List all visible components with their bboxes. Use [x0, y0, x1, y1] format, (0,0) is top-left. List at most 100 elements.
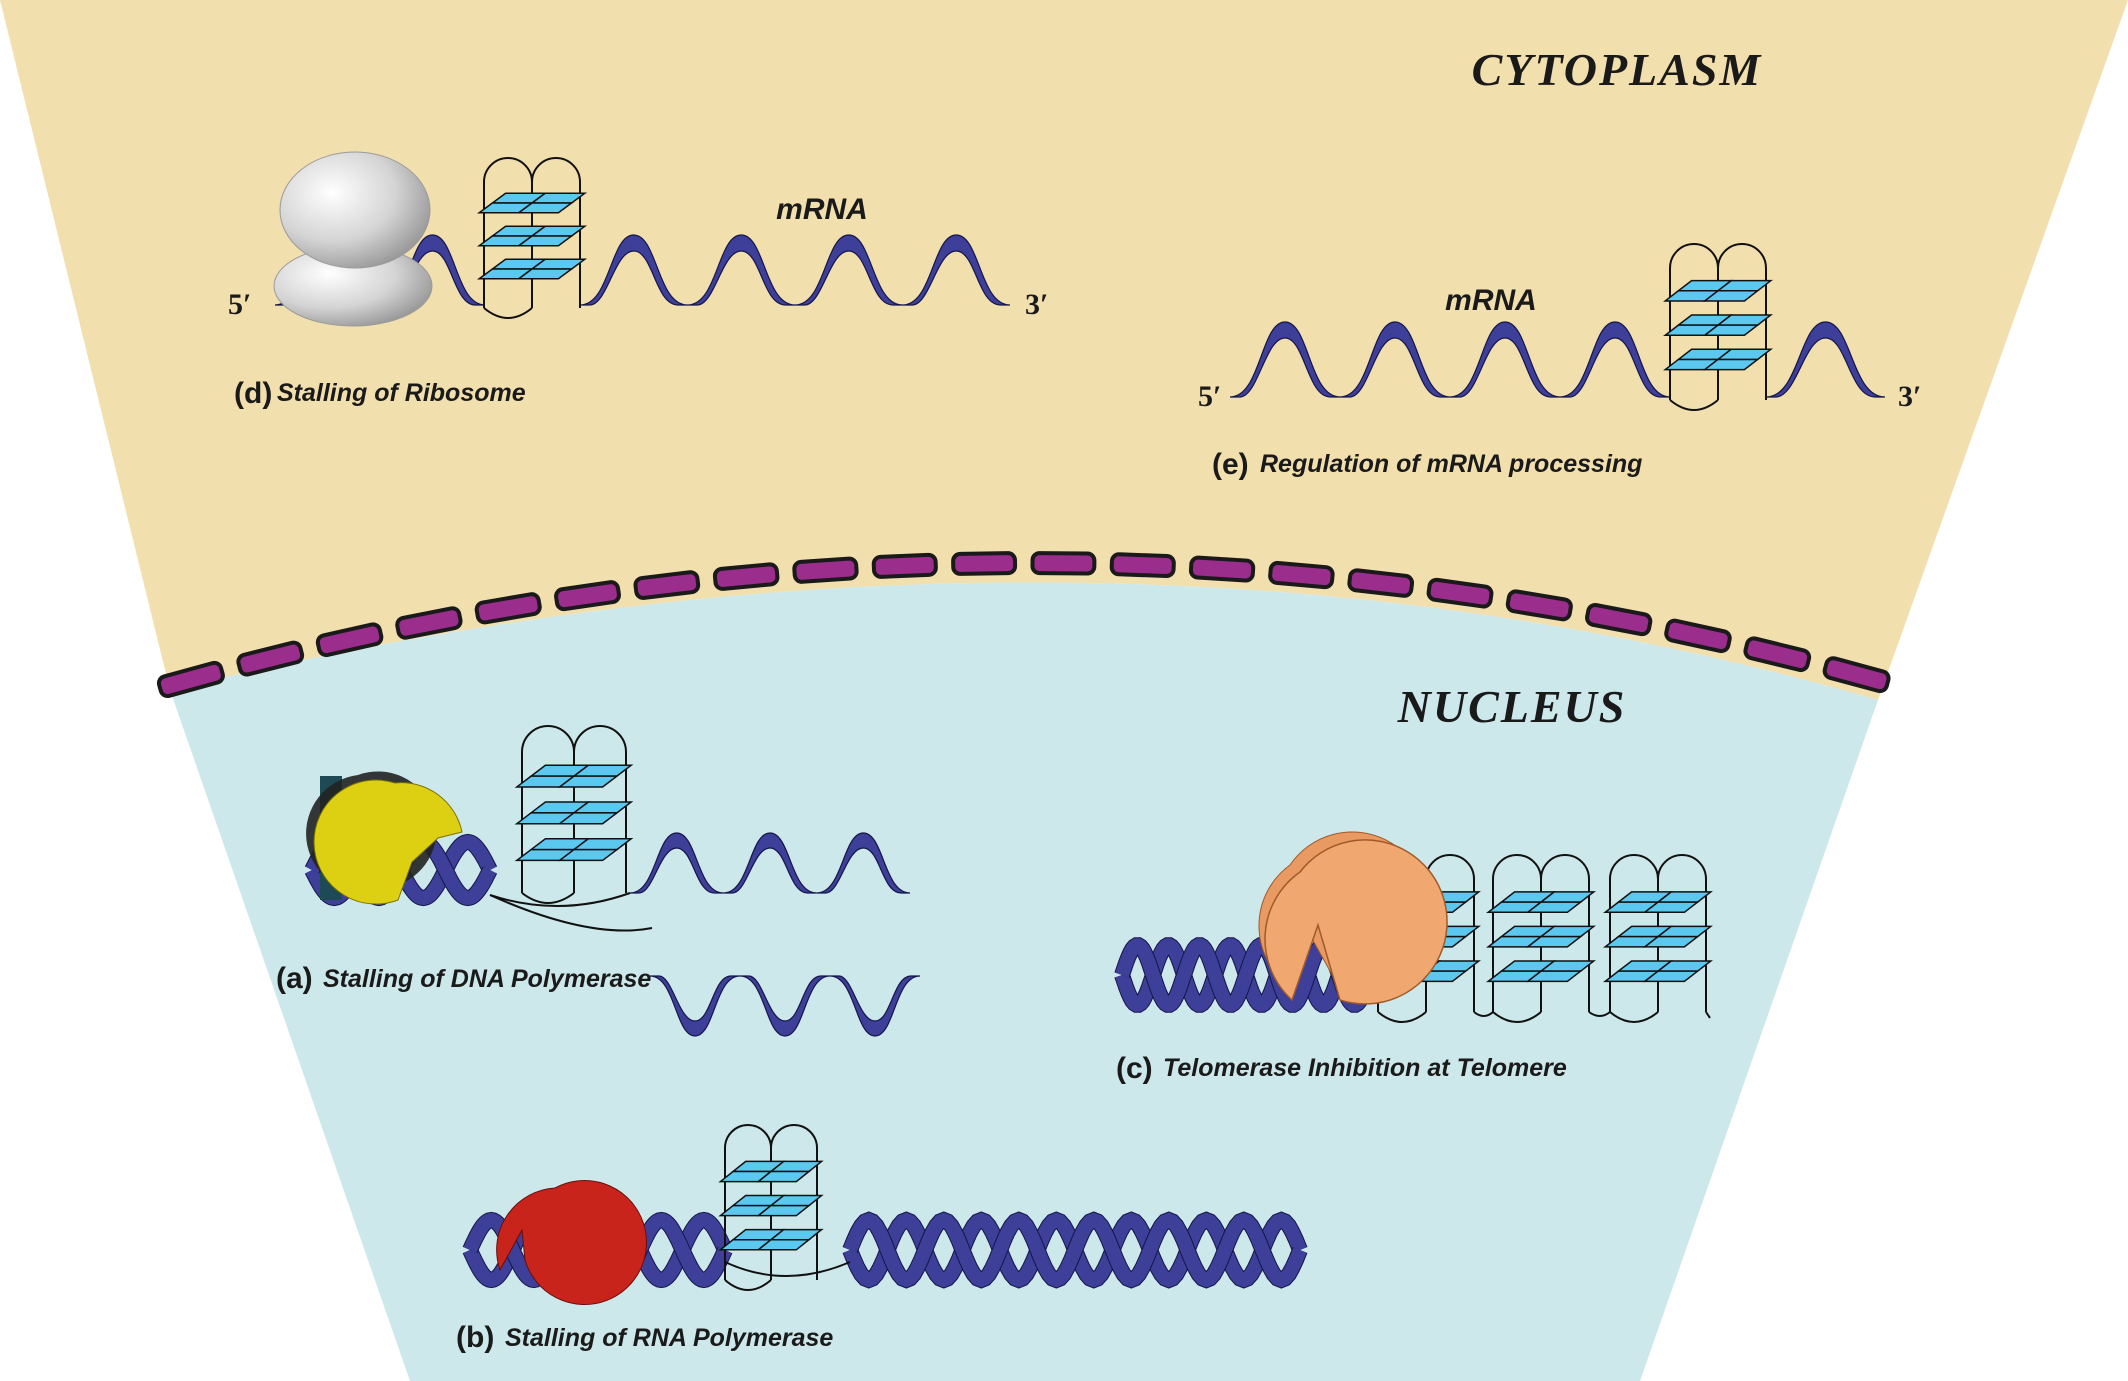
loop	[521, 892, 575, 904]
g-tetrad	[718, 1160, 824, 1183]
loop	[521, 725, 575, 893]
membrane-segment	[712, 562, 780, 591]
guanine	[516, 268, 574, 280]
membrane-segment	[1585, 602, 1653, 637]
membrane-segment	[951, 551, 1018, 576]
membrane-segment	[1505, 589, 1573, 622]
guanine	[1702, 290, 1760, 302]
membrane-segment	[792, 556, 859, 584]
loop	[1377, 1011, 1427, 1023]
panel-letter: (d)	[234, 377, 272, 410]
panel-b-stalling-of-rna-polymerase: (b) Stalling of RNA Polymerase	[456, 1124, 1308, 1354]
mrna-strand	[1229, 321, 1886, 398]
g-tetrad	[1603, 891, 1713, 914]
panel-letter: (e)	[1212, 448, 1249, 481]
g-tetrad	[1603, 960, 1713, 983]
quadruplex-loops	[483, 157, 581, 319]
strand-segment	[723, 832, 817, 894]
panel-caption: Stalling of RNA Polymerase	[505, 1324, 833, 1352]
membrane-segment	[871, 552, 938, 579]
membrane-segment	[236, 640, 305, 677]
strand-segment	[1339, 321, 1451, 398]
loop	[1669, 243, 1719, 400]
panel-letter: (a)	[276, 962, 313, 995]
panel-c-telomerase-inhibition: (c) Telomerase Inhibition at Telomere	[1114, 831, 1713, 1085]
connector	[489, 892, 631, 908]
loop	[1717, 243, 1767, 400]
membrane-segment	[1109, 552, 1176, 579]
lagging-link	[489, 894, 653, 932]
helix-strand	[843, 1212, 1307, 1288]
g-tetrad	[1662, 314, 1774, 337]
panel-caption: Telomerase Inhibition at Telomere	[1163, 1054, 1567, 1082]
g-quadruplex	[476, 157, 588, 319]
loop	[1492, 1011, 1542, 1023]
guanine	[557, 812, 620, 825]
loop	[1669, 399, 1719, 411]
guanine	[1702, 358, 1760, 371]
loop	[1609, 854, 1659, 1012]
mrna-label: mRNA	[776, 193, 868, 226]
strand-segment	[1765, 321, 1886, 398]
g-quadruplex	[718, 1124, 824, 1291]
lagging-strand	[649, 975, 921, 1037]
quadruplex-loops	[1492, 854, 1590, 1023]
guanine	[756, 1204, 812, 1217]
membrane-segment	[554, 580, 621, 612]
quadruplex-loops	[724, 1124, 818, 1291]
guanine	[1525, 970, 1583, 983]
rna-polymerase	[496, 1180, 647, 1306]
nuclear-membrane	[156, 551, 1891, 699]
loop	[483, 307, 533, 319]
loop	[531, 157, 581, 308]
guanine	[1525, 901, 1583, 914]
strand-segment	[902, 234, 1011, 306]
guanine	[516, 202, 574, 214]
guanine	[1642, 970, 1700, 983]
membrane-segment	[1347, 568, 1415, 598]
membrane-segment	[1426, 577, 1494, 609]
strand-segment	[649, 975, 741, 1037]
g-tetrad	[514, 837, 634, 862]
loop	[1492, 854, 1542, 1012]
quadruplex-loops	[1609, 854, 1707, 1023]
panel-e-regulation-of-mrna-processing: mRNA 5′ 3′ (e) Regulation of mRNA proces…	[1198, 243, 1921, 481]
loop	[1540, 854, 1590, 1012]
membrane-segment	[1188, 555, 1256, 583]
ribosome	[273, 151, 433, 327]
membrane-segment	[1268, 560, 1335, 590]
membrane-segment	[474, 592, 542, 625]
panel-caption: Stalling of DNA Polymerase	[323, 965, 651, 993]
strand-segment	[739, 975, 831, 1037]
g-tetrad	[1603, 925, 1713, 948]
guanine	[756, 1238, 812, 1251]
three-prime-label: 3′	[1898, 380, 1921, 413]
membrane-segment	[315, 622, 384, 658]
guanine	[1702, 324, 1760, 337]
five-prime-label: 5′	[1198, 380, 1221, 413]
strand-segment	[829, 975, 921, 1037]
g-tetrad	[1662, 348, 1774, 371]
guanine	[516, 235, 574, 247]
three-prime-label: 3′	[1025, 288, 1048, 321]
g-tetrad	[1486, 960, 1596, 983]
connector	[1473, 1011, 1611, 1017]
panel-letter: (c)	[1116, 1052, 1153, 1085]
membrane-segment	[1822, 656, 1891, 694]
panel-caption: Regulation of mRNA processing	[1260, 450, 1642, 478]
nucleus-label: NUCLEUS	[1397, 681, 1627, 732]
strand-segment	[1229, 321, 1341, 398]
loop	[573, 725, 627, 893]
telomerase	[1258, 831, 1448, 1005]
g-tetrad	[1486, 891, 1596, 914]
guanine	[1642, 901, 1700, 914]
g-tetrad	[476, 225, 588, 247]
five-prime-label: 5′	[228, 288, 251, 321]
strand-segment	[816, 832, 911, 894]
quadruplex-loops	[1669, 243, 1767, 411]
g-tetrad	[514, 801, 634, 825]
guanine	[1642, 935, 1700, 948]
connector	[724, 1261, 851, 1277]
g-tetrad	[718, 1228, 824, 1251]
